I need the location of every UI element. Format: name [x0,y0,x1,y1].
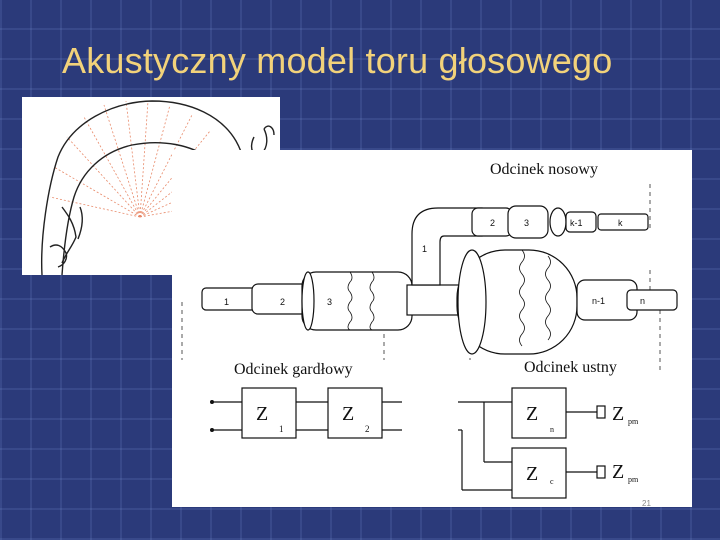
page-number: 21 [642,499,651,507]
nasal-tube-2-label: 2 [490,218,495,228]
nasal-tubes [411,205,649,286]
slide-title: Akustyczny model toru głosowego [62,40,613,81]
oral-tubes [456,249,678,355]
acoustic-model-diagram: Odcinek nosowy Odcinek gardłowy Odcinek … [172,150,692,508]
pharynx-tube-2-label: 2 [280,297,285,307]
zpm-bottom-sub: pm [628,475,639,484]
z1-sub: 1 [279,424,284,434]
pharynx-corrugations [347,271,375,331]
label-pharyngeal-section: Odcinek gardłowy [234,361,353,378]
z2-sub: 2 [365,424,370,434]
label-oral-section: Odcinek ustny [524,359,617,376]
circuit-boxes [241,387,606,499]
pharynx-tube-1-label: 1 [224,297,229,307]
zpm-top-sub: pm [628,417,639,426]
oral-tube-n-label: n [640,296,645,306]
nasal-tube-3-label: 3 [524,218,529,228]
zn-main: Z [526,403,538,425]
pharynx-tubes [201,271,413,331]
nasal-tube-k-1-label: k-1 [570,218,583,228]
zn-sub: n [550,425,554,434]
nasal-tube-k-label: k [618,218,623,228]
zc-sub: c [550,477,554,486]
zc-main: Z [526,463,538,485]
oral-corrugations [519,249,551,347]
zpm-top-main: Z [612,403,624,425]
pharynx-tube-3-label: 3 [327,297,332,307]
zpm-bottom-main: Z [612,461,624,483]
oral-tube-n-1-label: n-1 [592,296,605,306]
z2-main: Z [342,403,354,425]
input-terminal-bottom [210,428,214,432]
z1-main: Z [256,403,268,425]
tube-and-circuit-drawing: Odcinek nosowy Odcinek gardłowy Odcinek … [181,161,678,508]
circuit-wires [212,401,597,491]
input-terminal-top [210,400,214,404]
label-nasal-section: Odcinek nosowy [490,161,598,178]
nasal-branch-label: 1 [422,244,427,254]
